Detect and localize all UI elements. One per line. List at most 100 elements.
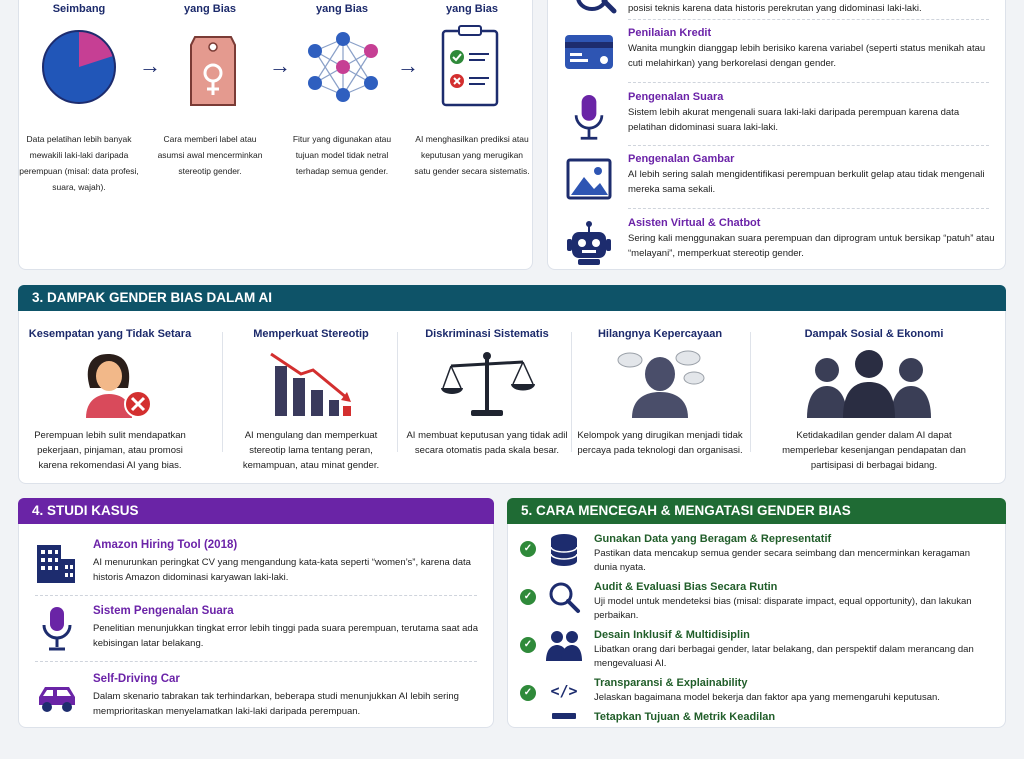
arrow-1: → bbox=[139, 53, 161, 78]
case-amazon: Amazon Hiring Tool (2018) AI menurunkan … bbox=[35, 539, 485, 601]
search-icon bbox=[576, 0, 617, 14]
arrow-2: → bbox=[269, 53, 291, 78]
app-item-credit: Penilaian Kredit Wanita mungkin dianggap… bbox=[564, 27, 989, 89]
separator bbox=[628, 82, 989, 83]
people-group-icon bbox=[807, 350, 931, 418]
impact-title: Dampak Sosial & Ekonomi bbox=[804, 328, 944, 340]
declining-bars-icon bbox=[270, 352, 351, 416]
prevention-design: ✓ Desain Inklusif & Multidisiplin Libatk… bbox=[520, 629, 1000, 677]
prevention-title: Transparansi & Explainability bbox=[594, 677, 748, 689]
impact-title: Memperkuat Stereotip bbox=[253, 328, 369, 340]
impact-col-1: Kesempatan yang Tidak Setara Perempuan l… bbox=[25, 328, 195, 478]
app-item-image: Pengenalan Gambar AI lebih sering salah … bbox=[564, 153, 989, 215]
impact-title: Kesempatan yang Tidak Setara bbox=[28, 328, 192, 340]
robot-icon bbox=[567, 221, 611, 265]
gender-tag-icon bbox=[190, 36, 236, 106]
impact-desc: AI mengulang dan memperkuat stereotip la… bbox=[242, 430, 380, 471]
impact-col-4: Hilangnya Kepercayaan Kelompok yang diru… bbox=[575, 328, 745, 478]
case-selfdriving: Self-Driving Car Dalam skenario tabrakan… bbox=[35, 673, 485, 735]
app-desc: AI lebih sering salah mengidentifikasi p… bbox=[628, 169, 985, 195]
flow-desc-2: Cara memberi label atau asumsi awal menc… bbox=[157, 134, 263, 176]
case-title: Amazon Hiring Tool (2018) bbox=[93, 539, 238, 551]
column-divider bbox=[222, 332, 223, 452]
flow-head-4: yang Bias bbox=[446, 3, 498, 15]
separator bbox=[35, 661, 477, 662]
app-title: Penilaian Kredit bbox=[628, 27, 712, 39]
prevention-goals: Tetapkan Tujuan & Metrik Keadilan bbox=[520, 711, 1000, 759]
section5-card: 5. CARA MENCEGAH & MENGATASI GENDER BIAS… bbox=[507, 498, 1006, 728]
separator bbox=[628, 208, 989, 209]
section3-card: 3. DAMPAK GENDER BIAS DALAM AI Kesempata… bbox=[18, 285, 1006, 484]
flow-head-1: Seimbang bbox=[52, 3, 106, 15]
pie-chart-icon bbox=[42, 30, 116, 104]
case-desc: AI menurunkan peringkat CV yang mengandu… bbox=[93, 557, 471, 583]
app-desc: Sering kali menggunakan suara perempuan … bbox=[628, 233, 995, 259]
app-item-chatbot: Asisten Virtual & Chatbot Sering kali me… bbox=[564, 217, 995, 279]
impact-desc: AI membuat keputusan yang tidak adil sec… bbox=[406, 430, 568, 456]
prevention-desc: Pastikan data mencakup semua gender seca… bbox=[594, 548, 970, 573]
section4-title: 4. STUDI KASUS bbox=[18, 498, 494, 524]
woman-reject-icon bbox=[86, 354, 152, 418]
arrow-3: → bbox=[397, 53, 419, 78]
case-desc: Penelitian menunjukkan tingkat error leb… bbox=[93, 623, 478, 649]
impact-desc: Perempuan lebih sulit mendapatkan pekerj… bbox=[34, 430, 186, 471]
impact-col-5: Dampak Sosial & Ekonomi Ketidakadilan ge… bbox=[782, 328, 966, 478]
case-desc: Dalam skenario tabrakan tak terhindarkan… bbox=[93, 691, 459, 717]
flow-desc-4: AI menghasilkan prediksi atau keputusan … bbox=[414, 134, 530, 176]
clipboard-check-icon bbox=[441, 25, 499, 107]
check-icon: ✓ bbox=[520, 589, 536, 605]
team-icon bbox=[546, 631, 582, 661]
worried-person-icon bbox=[617, 350, 705, 418]
image-icon bbox=[566, 158, 612, 200]
check-icon: ✓ bbox=[520, 637, 536, 653]
credit-card-icon bbox=[565, 35, 613, 69]
prevention-audit: ✓ Audit & Evaluasi Bias Secara Rutin Uji… bbox=[520, 581, 1000, 629]
column-divider bbox=[571, 332, 572, 452]
section1-card: Seimbang yang Bias yang Bias yang Bias →… bbox=[18, 0, 533, 270]
impact-col-2: Memperkuat Stereotip AI mengulang dan me… bbox=[226, 328, 396, 478]
impact-title: Hilangnya Kepercayaan bbox=[597, 328, 723, 340]
prevention-desc: Jelaskan bagaimana model bekerja dan fak… bbox=[594, 692, 940, 703]
app-desc: Wanita mungkin dianggap lebih berisiko k… bbox=[628, 43, 986, 69]
flow-desc-1: Data pelatihan lebih banyak mewakili lak… bbox=[19, 134, 139, 192]
target-icon bbox=[552, 713, 576, 719]
separator bbox=[628, 19, 989, 20]
case-title: Self-Driving Car bbox=[93, 673, 180, 685]
column-divider bbox=[397, 332, 398, 452]
database-icon bbox=[550, 534, 578, 566]
car-icon bbox=[39, 687, 75, 712]
separator bbox=[35, 595, 477, 596]
app-title: Asisten Virtual & Chatbot bbox=[628, 217, 761, 229]
column-divider bbox=[750, 332, 751, 452]
prevention-title: Tetapkan Tujuan & Metrik Keadilan bbox=[594, 711, 776, 723]
prevention-title: Audit & Evaluasi Bias Secara Rutin bbox=[594, 581, 778, 593]
prevention-desc: Libatkan orang dari berbagai gender, lat… bbox=[594, 644, 974, 669]
app-title: Pengenalan Suara bbox=[628, 91, 724, 103]
prevention-title: Gunakan Data yang Beragam & Representati… bbox=[594, 533, 832, 545]
check-icon: ✓ bbox=[520, 685, 536, 701]
prevention-title: Desain Inklusif & Multidisiplin bbox=[594, 629, 750, 641]
section2-card: posisi teknis karena data historis perek… bbox=[547, 0, 1006, 270]
impact-col-3: Diskriminasi Sistematis AI membuat keput… bbox=[402, 328, 572, 478]
app-item-voice: Pengenalan Suara Sistem lebih akurat men… bbox=[564, 91, 989, 153]
section4-card: 4. STUDI KASUS Amazon Hiring Tool (2018)… bbox=[18, 498, 494, 728]
hiring-desc-tail: posisi teknis karena data historis perek… bbox=[628, 3, 922, 14]
neural-network-icon bbox=[308, 32, 378, 102]
microphone-icon bbox=[574, 95, 604, 140]
building-icon bbox=[37, 545, 75, 583]
section5-title: 5. CARA MENCEGAH & MENGATASI GENDER BIAS bbox=[507, 498, 1006, 524]
magnifier-icon bbox=[549, 582, 580, 613]
flow-head-2: yang Bias bbox=[184, 3, 236, 15]
app-title: Pengenalan Gambar bbox=[628, 153, 735, 165]
microphone-icon bbox=[42, 607, 72, 651]
code-icon: </> bbox=[550, 682, 578, 700]
impact-desc: Ketidakadilan gender dalam AI dapat memp… bbox=[782, 430, 966, 471]
flow-desc-3: Fitur yang digunakan atau tujuan model t… bbox=[292, 134, 392, 176]
section3-title: 3. DAMPAK GENDER BIAS DALAM AI bbox=[18, 285, 1006, 311]
separator bbox=[628, 145, 989, 146]
prevention-desc: Uji model untuk mendeteksi bias (misal: … bbox=[594, 596, 972, 621]
impact-title: Diskriminasi Sistematis bbox=[425, 328, 549, 340]
prevention-data: ✓ Gunakan Data yang Beragam & Representa… bbox=[520, 533, 1000, 581]
case-voice: Sistem Pengenalan Suara Penelitian menun… bbox=[35, 605, 485, 667]
scales-icon bbox=[441, 352, 535, 416]
